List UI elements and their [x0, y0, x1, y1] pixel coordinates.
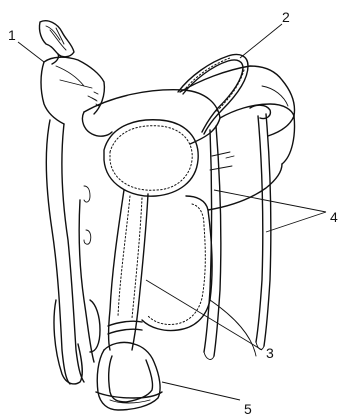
- callout-5: 5: [244, 401, 252, 417]
- rope-loop: [178, 54, 248, 134]
- leader-line-3: [146, 280, 262, 350]
- stirrup-leather: [108, 190, 148, 350]
- saddle-pommel: [41, 57, 104, 124]
- near-side-rigging: [46, 120, 100, 384]
- callout-3: 3: [266, 345, 274, 361]
- callout-4: 4: [330, 209, 338, 225]
- leader-line-5: [162, 382, 240, 400]
- seat-jockey: [104, 120, 198, 196]
- leader-line-2: [240, 24, 282, 58]
- leader-line-4b: [266, 212, 326, 232]
- stirrup: [96, 342, 162, 410]
- callout-2: 2: [282, 9, 290, 25]
- callout-1: 1: [8, 27, 16, 43]
- leader-line-1: [18, 42, 44, 62]
